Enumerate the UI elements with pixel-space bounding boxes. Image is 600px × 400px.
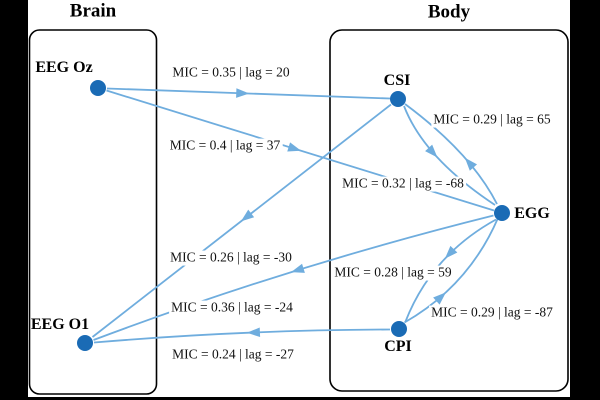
arrowhead-eeg_oz-csi xyxy=(236,88,250,98)
node-eeg_o1 xyxy=(77,335,93,351)
arrowhead-egg-eeg_o1 xyxy=(291,263,305,273)
figure-background xyxy=(28,0,570,397)
node-cpi xyxy=(391,321,407,337)
brain-box xyxy=(28,29,158,395)
group-boxes-layer xyxy=(28,29,569,395)
arrowhead-cpi-egg xyxy=(433,292,446,305)
edges-layer xyxy=(91,87,499,344)
arrowhead-egg-cpi xyxy=(444,245,458,259)
node-csi xyxy=(390,91,406,107)
arrowhead-csi-eeg_o1 xyxy=(240,209,255,222)
edge-cpi-egg xyxy=(404,217,499,324)
background-layer xyxy=(28,0,570,397)
arrowhead-cpi-eeg_o1 xyxy=(246,327,261,338)
arrowhead-eeg_oz-egg xyxy=(287,142,302,152)
nodes-layer xyxy=(77,80,510,351)
body-box xyxy=(329,29,569,392)
edge-egg-cpi xyxy=(404,218,497,323)
node-egg xyxy=(494,205,510,221)
edge-cpi-eeg_o1 xyxy=(93,328,391,344)
node-eeg_oz xyxy=(90,80,106,96)
arrowhead-egg-csi xyxy=(464,157,478,171)
edge-egg-csi xyxy=(404,103,498,205)
arrowhead-csi-egg xyxy=(425,144,438,158)
